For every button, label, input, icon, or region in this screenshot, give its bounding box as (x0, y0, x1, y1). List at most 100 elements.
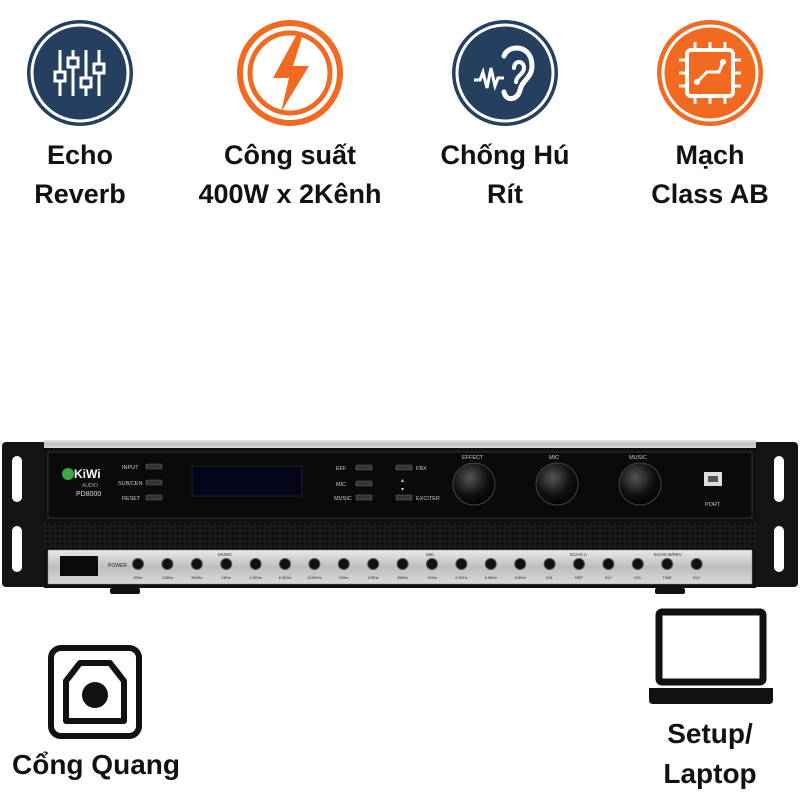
eq-knob-label: 2.2KHz (249, 576, 262, 580)
eq-knob[interactable] (690, 558, 703, 570)
eq-group-labels: MUSIC MIC ECHO A ECHO B/REV (218, 552, 682, 557)
eq-knob[interactable] (190, 558, 203, 570)
brand-logo: KiWi AUDIO PD8000 (62, 467, 101, 498)
eq-knob[interactable] (573, 558, 585, 570)
svg-text:MIC: MIC (336, 482, 346, 488)
up-arrow-icon[interactable]: ▴ (401, 478, 404, 484)
equalizer-sliders-icon (27, 20, 133, 126)
eq-knob-label: 125Hz (368, 576, 379, 580)
svg-text:RESET: RESET (122, 496, 141, 502)
lightning-bolt-icon (237, 20, 343, 126)
mic-button[interactable] (355, 480, 373, 487)
down-arrow-icon[interactable]: ▾ (401, 487, 404, 493)
eq-knob-label: 63Hz (134, 576, 143, 580)
left-button-group: INPUT SUB/CEN RESET (118, 463, 163, 502)
svg-text:ECHO B/REV: ECHO B/REV (654, 552, 682, 557)
eq-knob[interactable] (631, 558, 644, 570)
eq-knob-label: 10KHz (514, 576, 525, 580)
exciter-button[interactable] (395, 494, 413, 501)
svg-text:EFFECT: EFFECT (462, 455, 484, 461)
reset-button[interactable] (145, 494, 163, 501)
eq-knob[interactable] (661, 558, 674, 570)
svg-text:FBX: FBX (416, 466, 427, 472)
eq-knob[interactable] (602, 558, 615, 570)
vent-grille (44, 522, 756, 550)
eq-knob[interactable] (396, 558, 409, 570)
ear-sound-wave-icon (452, 20, 558, 126)
eq-knob-label: VOL (546, 576, 554, 580)
eq-knob[interactable] (543, 558, 556, 570)
svg-text:EXCITER: EXCITER (416, 496, 440, 502)
lcd-display (191, 465, 303, 497)
svg-text:MUSIC: MUSIC (218, 552, 233, 557)
svg-text:INPUT: INPUT (122, 465, 139, 471)
eq-knob-label: DLY (693, 576, 701, 580)
eq-knob[interactable] (132, 558, 144, 570)
eq-knob[interactable] (249, 558, 262, 570)
power-switch[interactable] (60, 556, 98, 576)
eq-knob-label: 6.3KHz (279, 576, 292, 580)
optical-port-label: Cổng Quang (12, 749, 180, 780)
amplifier-device: KiWi AUDIO PD8000 INPUT SUB/CEN RESET EF… (2, 440, 798, 594)
eq-knob-label: VOL (634, 576, 642, 580)
eq-knob[interactable] (514, 558, 527, 570)
mid-button-group: EFF MIC MUSIC (334, 464, 373, 502)
laptop-label: Setup/Laptop (663, 718, 757, 789)
usb-port-icon[interactable]: PORT (704, 472, 722, 508)
rack-slot (12, 456, 22, 502)
eq-knob-label: 2.2KHz (455, 576, 468, 580)
rack-ear-right (748, 442, 798, 587)
eq-knob-label: 1KHz (222, 576, 231, 580)
circuit-chip-icon (657, 20, 763, 126)
svg-text:MUSIC: MUSIC (629, 455, 647, 461)
svg-text:PORT: PORT (705, 502, 721, 508)
eff-button[interactable] (355, 464, 373, 471)
eq-knob[interactable] (484, 558, 497, 570)
eq-knob[interactable] (455, 558, 468, 570)
sub-cen-button[interactable] (145, 479, 163, 486)
eq-knob[interactable] (161, 558, 174, 570)
knob-music[interactable]: MUSIC (618, 455, 662, 506)
svg-text:PD8000: PD8000 (76, 491, 101, 498)
optical-port-icon (48, 645, 142, 739)
svg-text:SUB/CEN: SUB/CEN (118, 481, 142, 487)
svg-text:KiWi: KiWi (74, 467, 101, 481)
eq-knob-label: TIME (663, 576, 673, 580)
eq-knob-label: 63Hz (339, 576, 348, 580)
eq-knob[interactable] (308, 558, 321, 570)
eq-knob-label: DLY (605, 576, 613, 580)
svg-text:MIC: MIC (426, 552, 435, 557)
eq-knob-label: 13.5KHz (307, 576, 322, 580)
fbx-button[interactable] (395, 464, 413, 471)
rack-slot (774, 456, 784, 502)
rack-slot (12, 526, 22, 572)
svg-text:ECHO A: ECHO A (570, 552, 587, 557)
right-button-group: FBX ▴ ▾ EXCITER (395, 464, 440, 502)
svg-text:POWER: POWER (108, 563, 127, 569)
rack-slot (774, 526, 784, 572)
eq-knob[interactable] (367, 558, 380, 570)
svg-text:MIC: MIC (549, 455, 559, 461)
eq-knob-label: 350Hz (191, 576, 202, 580)
eq-knob-label: 125Hz (162, 576, 173, 580)
eq-knob-label: 1KHz (427, 576, 436, 580)
knob-mic[interactable]: MIC (535, 455, 579, 506)
eq-knob[interactable] (426, 558, 438, 570)
eq-knob[interactable] (337, 558, 350, 570)
music-button[interactable] (355, 494, 373, 501)
input-button[interactable] (145, 463, 163, 470)
eq-knob-row: 63Hz 125Hz 350Hz 1KHz 2.2KHz 6.3KHz 13.5KHz 63H… (132, 558, 703, 580)
eq-knob[interactable] (279, 558, 291, 570)
eq-knob-label: REP (575, 576, 583, 580)
knob-effect[interactable]: EFFECT (452, 455, 496, 506)
eq-knob-label: 6.3KHz (485, 576, 498, 580)
eq-knob[interactable] (220, 558, 233, 570)
